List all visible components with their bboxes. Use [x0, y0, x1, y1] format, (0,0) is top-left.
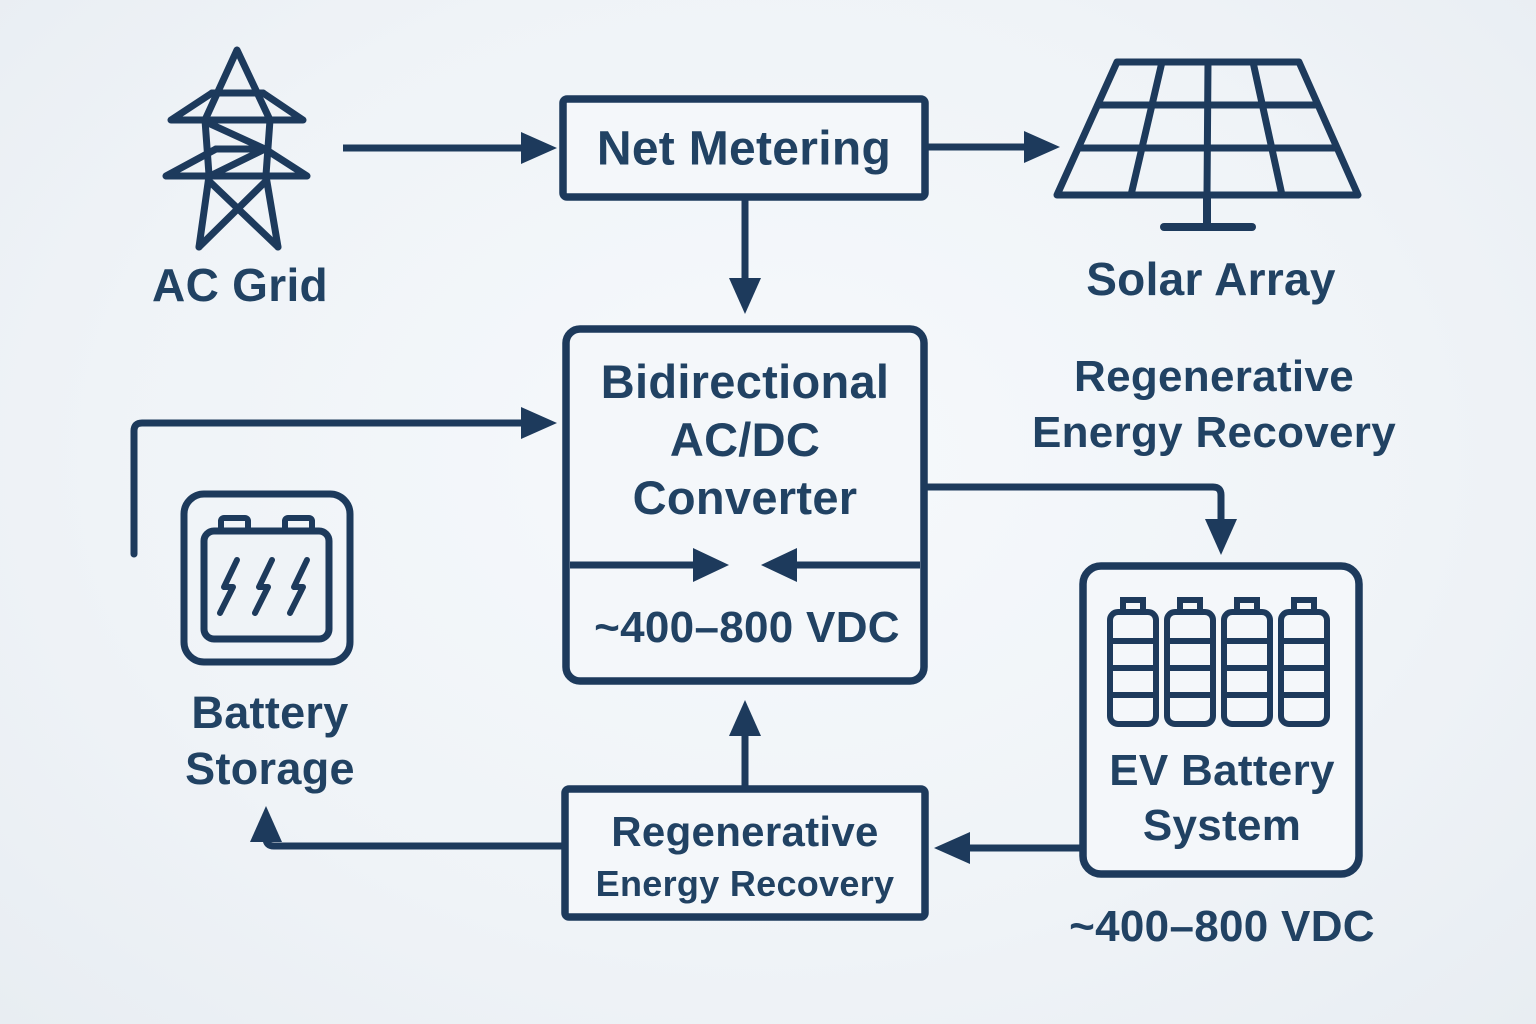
lightning-bolt-icon	[217, 557, 240, 616]
battery-cell-icon	[1221, 597, 1273, 727]
battery-storage-label: Battery Storage	[185, 685, 355, 797]
ev-battery-label: EV Battery System	[1109, 743, 1335, 853]
arrow-evbattery-to-regenbottom	[934, 832, 1081, 864]
regen-bottom-label-line1: Regenerative	[611, 808, 879, 855]
net-metering-label: Net Metering	[596, 122, 892, 176]
ev-voltage-label: ~400–800 VDC	[1069, 902, 1375, 951]
regen-top-label: Regenerative Energy Recovery	[1032, 349, 1396, 461]
arrow-netmetering-to-converter	[729, 198, 761, 314]
arrow-converter-internal-right	[570, 548, 729, 582]
regen-top-label-line2: Energy Recovery	[1031, 408, 1397, 457]
regen-bottom-label-line2: Energy Recovery	[595, 863, 895, 904]
battery-storage-icon	[180, 490, 354, 666]
ev-battery-label-line2: System	[1142, 801, 1302, 850]
converter-box	[562, 325, 928, 685]
battery-storage-label-line2: Storage	[185, 743, 355, 794]
arrow-netmetering-to-solararray	[927, 131, 1060, 163]
battery-cell-icon	[1278, 597, 1330, 727]
arrow-converter-to-evbattery	[921, 483, 1237, 555]
converter-voltage-label: ~400–800 VDC	[594, 603, 900, 652]
battery-cell-icon	[1164, 597, 1216, 727]
solar-array-label: Solar Array	[1086, 253, 1336, 305]
lightning-bolt-icon	[287, 557, 310, 616]
arrow-converter-internal-left	[761, 548, 920, 582]
transmission-tower-icon	[162, 46, 311, 251]
battery-cell-icon	[1107, 597, 1159, 727]
converter-title-line3: Converter	[632, 471, 858, 524]
battery-storage-label-line1: Battery	[191, 687, 349, 738]
ev-battery-label-line1: EV Battery	[1109, 746, 1335, 795]
lightning-bolt-icon	[252, 557, 275, 616]
arrow-acgrid-to-netmetering	[343, 132, 557, 164]
ev-battery-cells-icon	[1107, 597, 1330, 727]
arrow-regenbottom-to-converter	[729, 700, 761, 789]
converter-title-line2: AC/DC	[669, 413, 821, 466]
arrow-batterystorage-to-converter	[130, 407, 557, 558]
arrow-regenbottom-to-batterystorage	[250, 806, 568, 850]
regen-top-label-line1: Regenerative	[1074, 352, 1354, 401]
net-metering-box	[559, 95, 929, 201]
ac-grid-label: AC Grid	[152, 259, 328, 311]
converter-title-line1: Bidirectional	[600, 355, 890, 408]
converter-title: Bidirectional AC/DC Converter	[601, 353, 890, 527]
solar-panel-icon	[1053, 58, 1362, 231]
